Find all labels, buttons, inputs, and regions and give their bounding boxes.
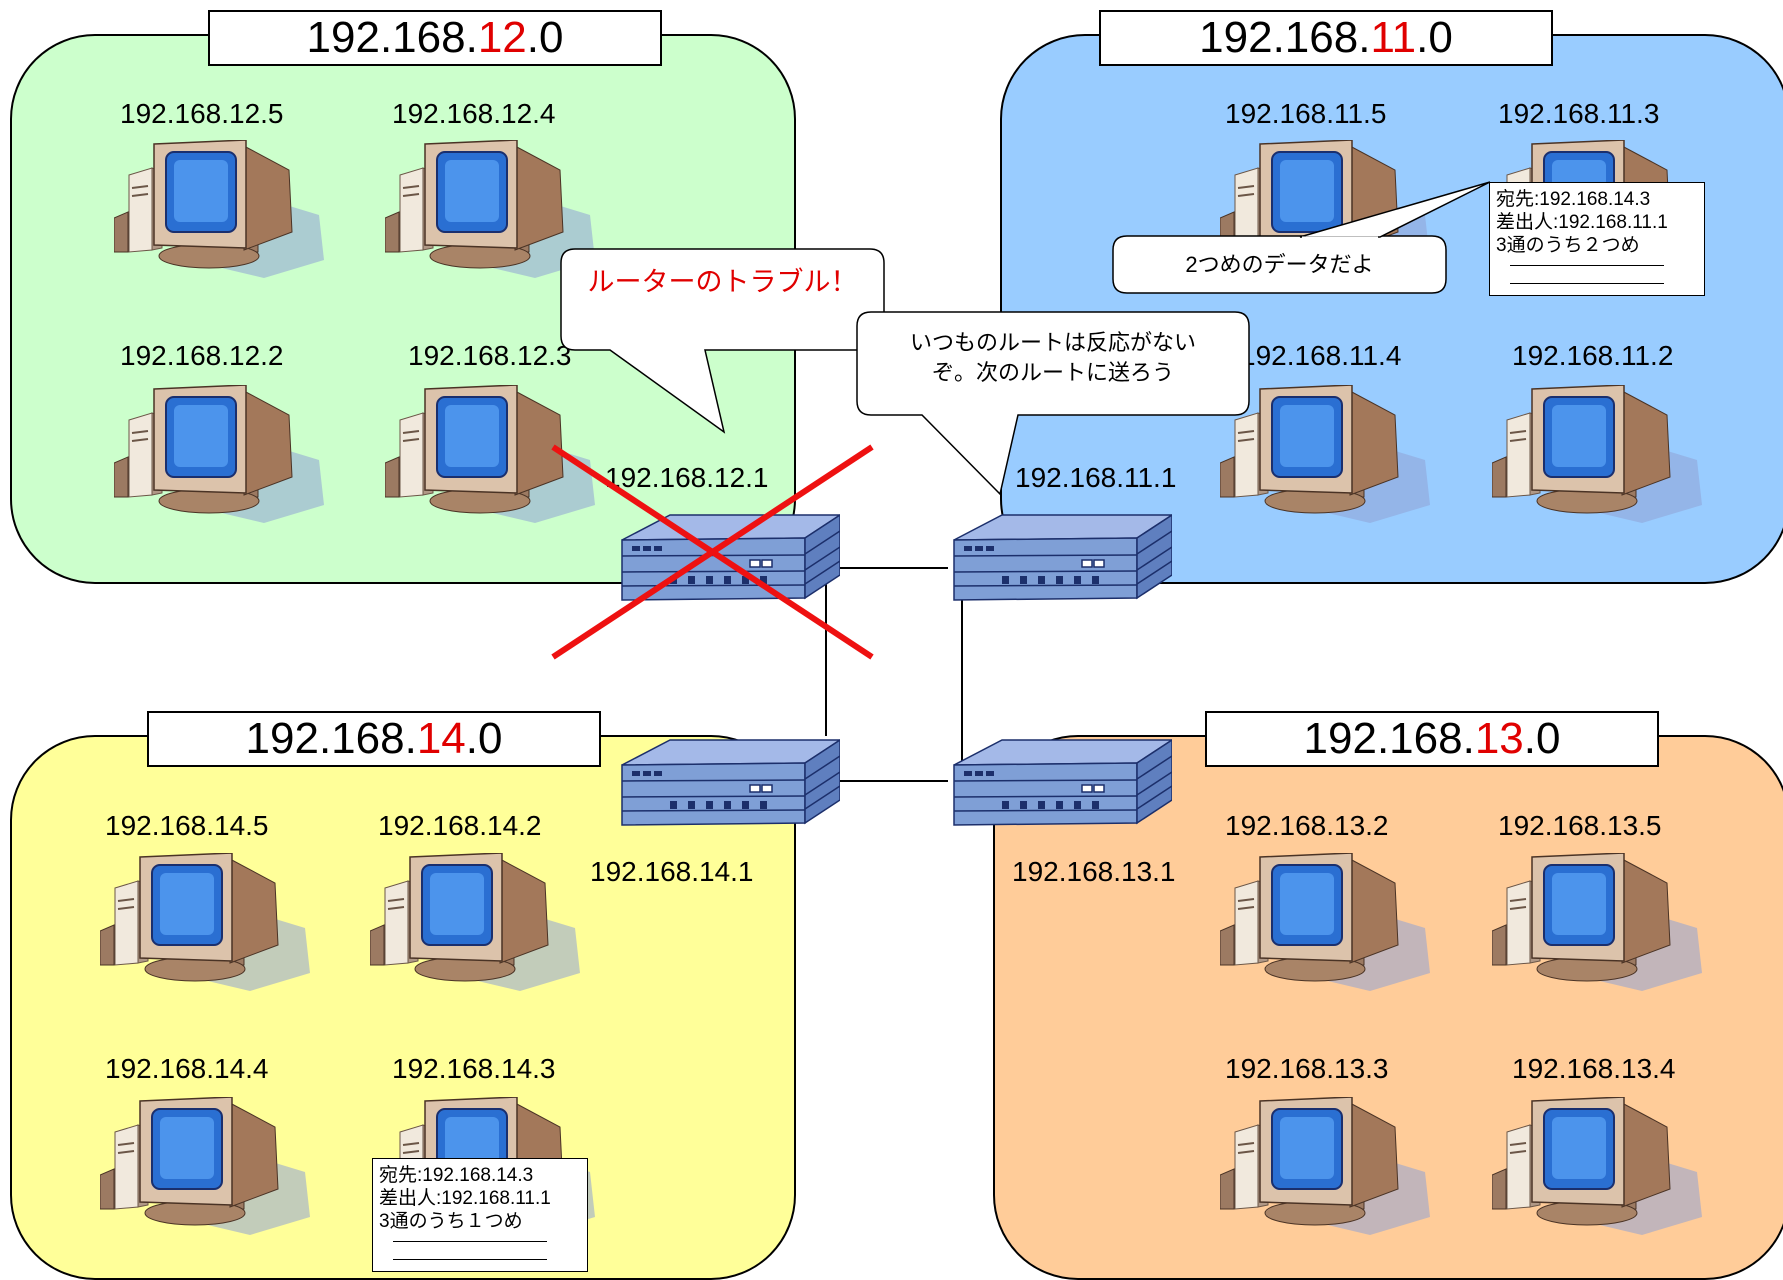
host-ip-label: 192.168.13.2 <box>1225 810 1389 841</box>
network-title-prefix: 192.168. <box>306 13 478 62</box>
packet-sequence: 3通のうち２つめ <box>1496 235 1640 256</box>
packet-card-second: 宛先:192.168.14.3 差出人:192.168.11.1 3通のうち２つ… <box>1489 182 1705 296</box>
trouble-callout-text: ルーターのトラブル！ <box>587 267 858 297</box>
packet-sender: 差出人:192.168.11.1 <box>379 1188 551 1209</box>
router-ip-label: 192.168.12.1 <box>605 462 769 493</box>
host-ip-label: 192.168.13.5 <box>1498 810 1662 841</box>
host-ip-label: 192.168.14.4 <box>105 1053 269 1084</box>
host-ip-label: 192.168.14.3 <box>392 1053 556 1084</box>
second-data-callout-text: 2つめのデータだよ <box>1185 252 1374 277</box>
network-title-prefix: 192.168. <box>245 714 417 763</box>
network-title-13: 192.168.13.0 <box>1205 711 1659 767</box>
host-ip-label: 192.168.12.2 <box>120 340 284 371</box>
host-ip-label: 192.168.11.5 <box>1225 98 1387 129</box>
reroute-callout-text-line1: いつものルートは反応がない <box>909 330 1196 355</box>
network-title-12: 192.168.12.0 <box>208 10 662 66</box>
host-ip-label: 192.168.11.3 <box>1498 98 1660 129</box>
network-title-14: 192.168.14.0 <box>147 711 601 767</box>
reroute-callout-text-line2: ぞ。次のルートに送ろう <box>931 360 1174 385</box>
network-title-11: 192.168.11.0 <box>1099 10 1553 66</box>
packet-destination: 宛先:192.168.14.3 <box>379 1165 534 1186</box>
host-ip-label: 192.168.12.5 <box>120 98 284 129</box>
host-ip-label: 192.168.12.3 <box>408 340 572 371</box>
packet-rule <box>393 1259 547 1260</box>
router-ip-label: 192.168.11.1 <box>1015 462 1177 493</box>
network-title-suffix: .0 <box>526 13 564 62</box>
network-title-octet: 12 <box>477 13 527 62</box>
host-ip-label: 192.168.11.4 <box>1240 340 1402 371</box>
network-title-octet: 11 <box>1370 13 1417 62</box>
host-ip-label: 192.168.13.4 <box>1512 1053 1676 1084</box>
packet-destination: 宛先:192.168.14.3 <box>1496 189 1651 210</box>
packet-rule <box>1510 265 1664 266</box>
host-ip-label: 192.168.12.4 <box>392 98 556 129</box>
packet-rule <box>393 1241 547 1242</box>
host-ip-label: 192.168.14.2 <box>378 810 542 841</box>
packet-card-first: 宛先:192.168.14.3 差出人:192.168.11.1 3通のうち１つ… <box>372 1158 588 1272</box>
host-ip-label: 192.168.13.3 <box>1225 1053 1389 1084</box>
network-title-suffix: .0 <box>1523 714 1561 763</box>
router-ip-label: 192.168.13.1 <box>1012 856 1176 887</box>
packet-sender: 差出人:192.168.11.1 <box>1496 212 1668 233</box>
network-title-suffix: .0 <box>1416 13 1453 62</box>
packet-sequence: 3通のうち１つめ <box>379 1211 523 1232</box>
host-ip-label: 192.168.14.5 <box>105 810 269 841</box>
network-title-octet: 13 <box>1474 714 1524 763</box>
network-title-suffix: .0 <box>465 714 503 763</box>
packet-rule <box>1510 283 1664 284</box>
network-title-prefix: 192.168. <box>1303 714 1475 763</box>
host-ip-label: 192.168.11.2 <box>1512 340 1674 371</box>
network-title-prefix: 192.168. <box>1199 13 1371 62</box>
network-title-octet: 14 <box>416 714 466 763</box>
router-ip-label: 192.168.14.1 <box>590 856 754 887</box>
